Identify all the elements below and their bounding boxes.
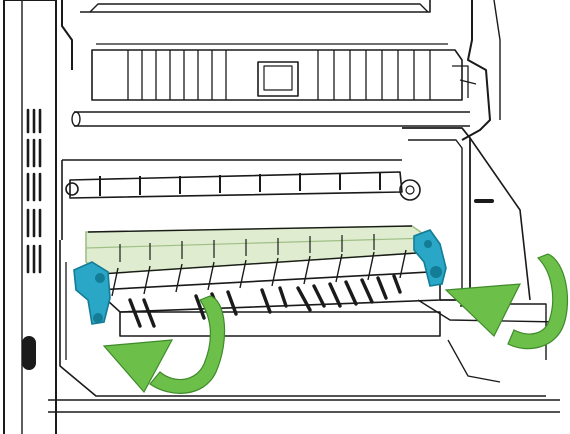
printer-frame <box>3 0 561 434</box>
fuser-roller <box>85 225 441 328</box>
rotate-arrow-right <box>444 253 569 350</box>
side-handle <box>22 336 36 370</box>
left-release-lever <box>73 261 111 325</box>
rotate-arrow-left <box>102 295 226 394</box>
vent-slots <box>26 108 42 274</box>
right-release-lever <box>413 229 447 287</box>
